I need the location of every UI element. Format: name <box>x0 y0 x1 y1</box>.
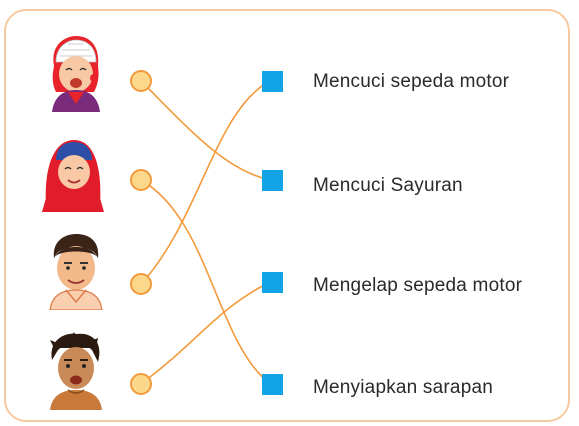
activity-label: Menyiapkan sarapan <box>313 377 493 398</box>
person-2-connector[interactable] <box>130 169 152 191</box>
activity-label: Mencuci sepeda motor <box>313 71 510 92</box>
grandmother-icon <box>52 36 100 112</box>
person-1-connector[interactable] <box>130 70 152 92</box>
person-4-connector[interactable] <box>130 373 152 395</box>
activity-2-connector[interactable] <box>262 170 283 191</box>
activity-label: Mencuci Sayuran <box>313 175 463 196</box>
mother-icon <box>42 140 104 212</box>
activity-label: Mengelap sepeda motor <box>313 275 523 296</box>
father-icon <box>49 234 103 310</box>
person-3-connector[interactable] <box>130 273 152 295</box>
boy-icon <box>50 332 102 410</box>
activity-1-connector[interactable] <box>262 71 283 92</box>
activity-3-connector[interactable] <box>262 272 283 293</box>
activity-4-connector[interactable] <box>262 374 283 395</box>
